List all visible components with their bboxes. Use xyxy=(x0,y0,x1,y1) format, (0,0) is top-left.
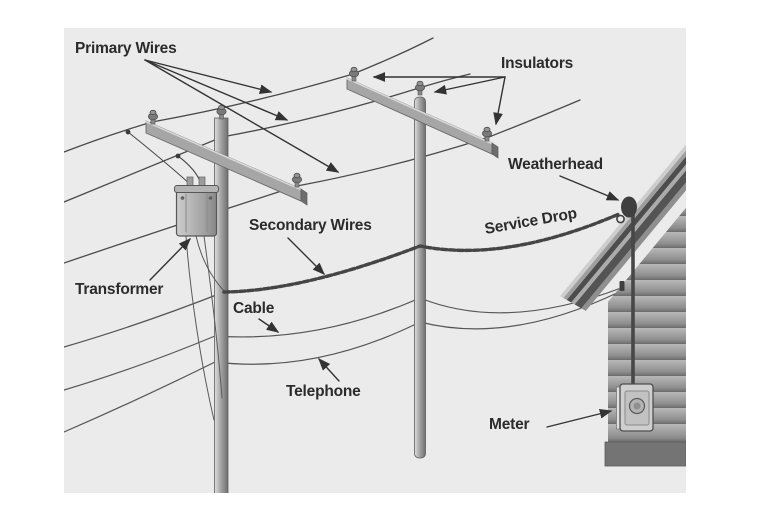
arrow-insulators-2 xyxy=(433,76,506,95)
label-insulators: Insulators xyxy=(501,55,574,72)
arrow-meter xyxy=(546,408,613,428)
label-primary-wires: Primary Wires xyxy=(75,40,177,57)
meter xyxy=(616,383,654,432)
primary-wires xyxy=(64,37,581,264)
label-cable: Cable xyxy=(233,300,275,317)
utility-pole-right xyxy=(346,66,499,459)
arrow-weatherhead xyxy=(559,175,620,201)
house-roof xyxy=(560,130,686,311)
crossarm-right xyxy=(346,77,499,159)
arrow-insulators-3 xyxy=(493,76,506,126)
label-secondary-wires: Secondary Wires xyxy=(249,217,372,234)
secondary-service-drop-wire xyxy=(222,212,621,294)
weatherhead xyxy=(616,196,637,224)
callout-arrows xyxy=(144,59,620,428)
arrow-secondary xyxy=(287,237,325,275)
arrow-primary-3 xyxy=(144,59,340,173)
telephone-wire xyxy=(64,290,622,433)
arrow-telephone xyxy=(318,357,340,382)
secondary-wire-left-tail xyxy=(64,291,225,348)
crossarm-left xyxy=(145,120,308,206)
utility-pole-left xyxy=(145,104,308,493)
arrow-cable xyxy=(258,318,280,333)
arrow-transformer xyxy=(149,237,191,281)
label-meter: Meter xyxy=(489,416,530,433)
transformer-leads xyxy=(125,129,202,185)
house xyxy=(560,130,686,467)
label-telephone: Telephone xyxy=(286,383,361,400)
label-weatherhead: Weatherhead xyxy=(508,156,603,173)
arrow-primary-1 xyxy=(144,59,273,94)
arrow-primary-2 xyxy=(144,59,289,121)
transformer-secondary-drops xyxy=(185,235,225,421)
transformer xyxy=(174,176,225,421)
wall-attachment-bracket xyxy=(619,281,625,291)
cable-wire xyxy=(64,287,622,391)
house-foundation xyxy=(604,441,686,467)
label-transformer: Transformer xyxy=(75,281,164,298)
